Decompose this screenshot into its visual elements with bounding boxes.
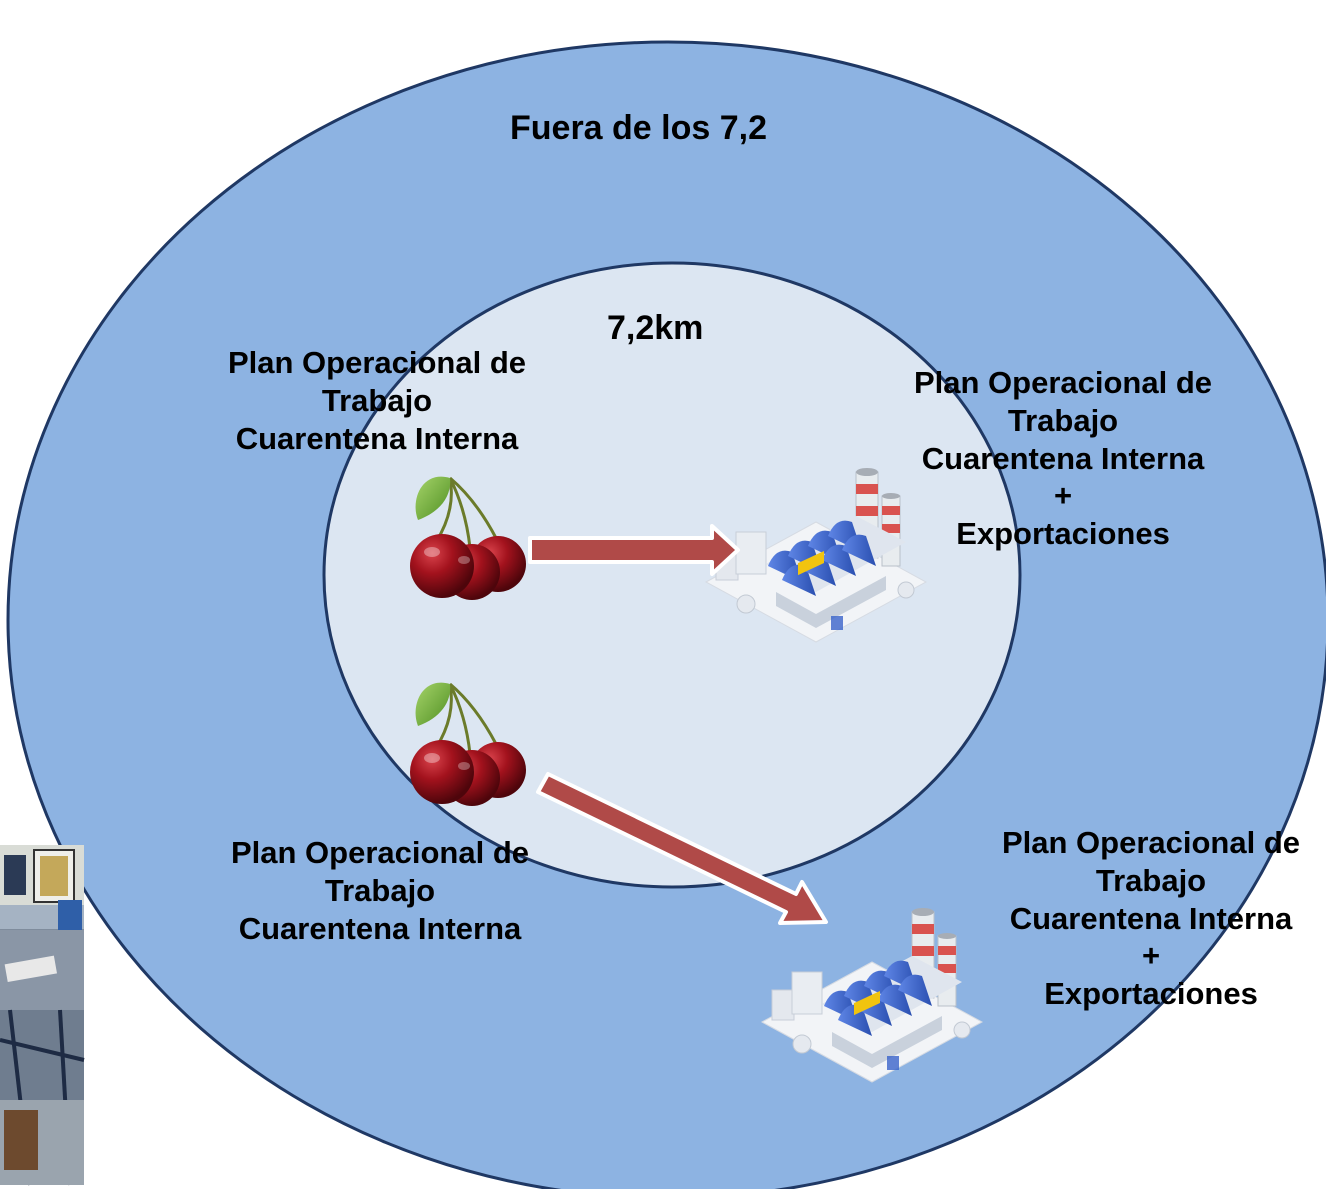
label-line: Cuarentena Interna [235,420,519,456]
label-line: Cuarentena Interna [238,910,522,946]
label-line: Plan Operacional de [230,835,530,870]
label-line: Plan Operacional de [913,365,1213,400]
label-line: + [1053,478,1073,514]
arrow-icon [528,524,740,576]
label-line: Trabajo [1007,402,1119,438]
inner-zone-circle [322,261,1022,889]
label-top-left: Plan Operacional de Trabajo Cuarentena I… [202,344,552,457]
label-bottom-right: Plan Operacional de Trabajo Cuarentena I… [976,824,1326,1013]
label-line: Cuarentena Interna [921,440,1205,476]
inner-zone-label: 7,2km [607,309,704,347]
label-top-right: Plan Operacional de Trabajo Cuarentena I… [888,364,1238,553]
arrow-icon [536,772,828,925]
label-bottom-left: Plan Operacional de Trabajo Cuarentena I… [204,834,556,947]
label-line: + [1141,938,1161,974]
label-line: Trabajo [321,382,433,418]
office-photo [0,845,85,1186]
label-line: Plan Operacional de [1001,825,1301,860]
label-line: Trabajo [1095,862,1207,898]
outer-zone-label: Fuera de los 7,2 [510,109,767,147]
label-line: Trabajo [324,872,436,908]
label-line: Plan Operacional de [227,345,527,380]
label-line: Cuarentena Interna [1009,900,1293,936]
label-line: Exportaciones [956,516,1170,552]
label-line: Exportaciones [1044,976,1258,1012]
